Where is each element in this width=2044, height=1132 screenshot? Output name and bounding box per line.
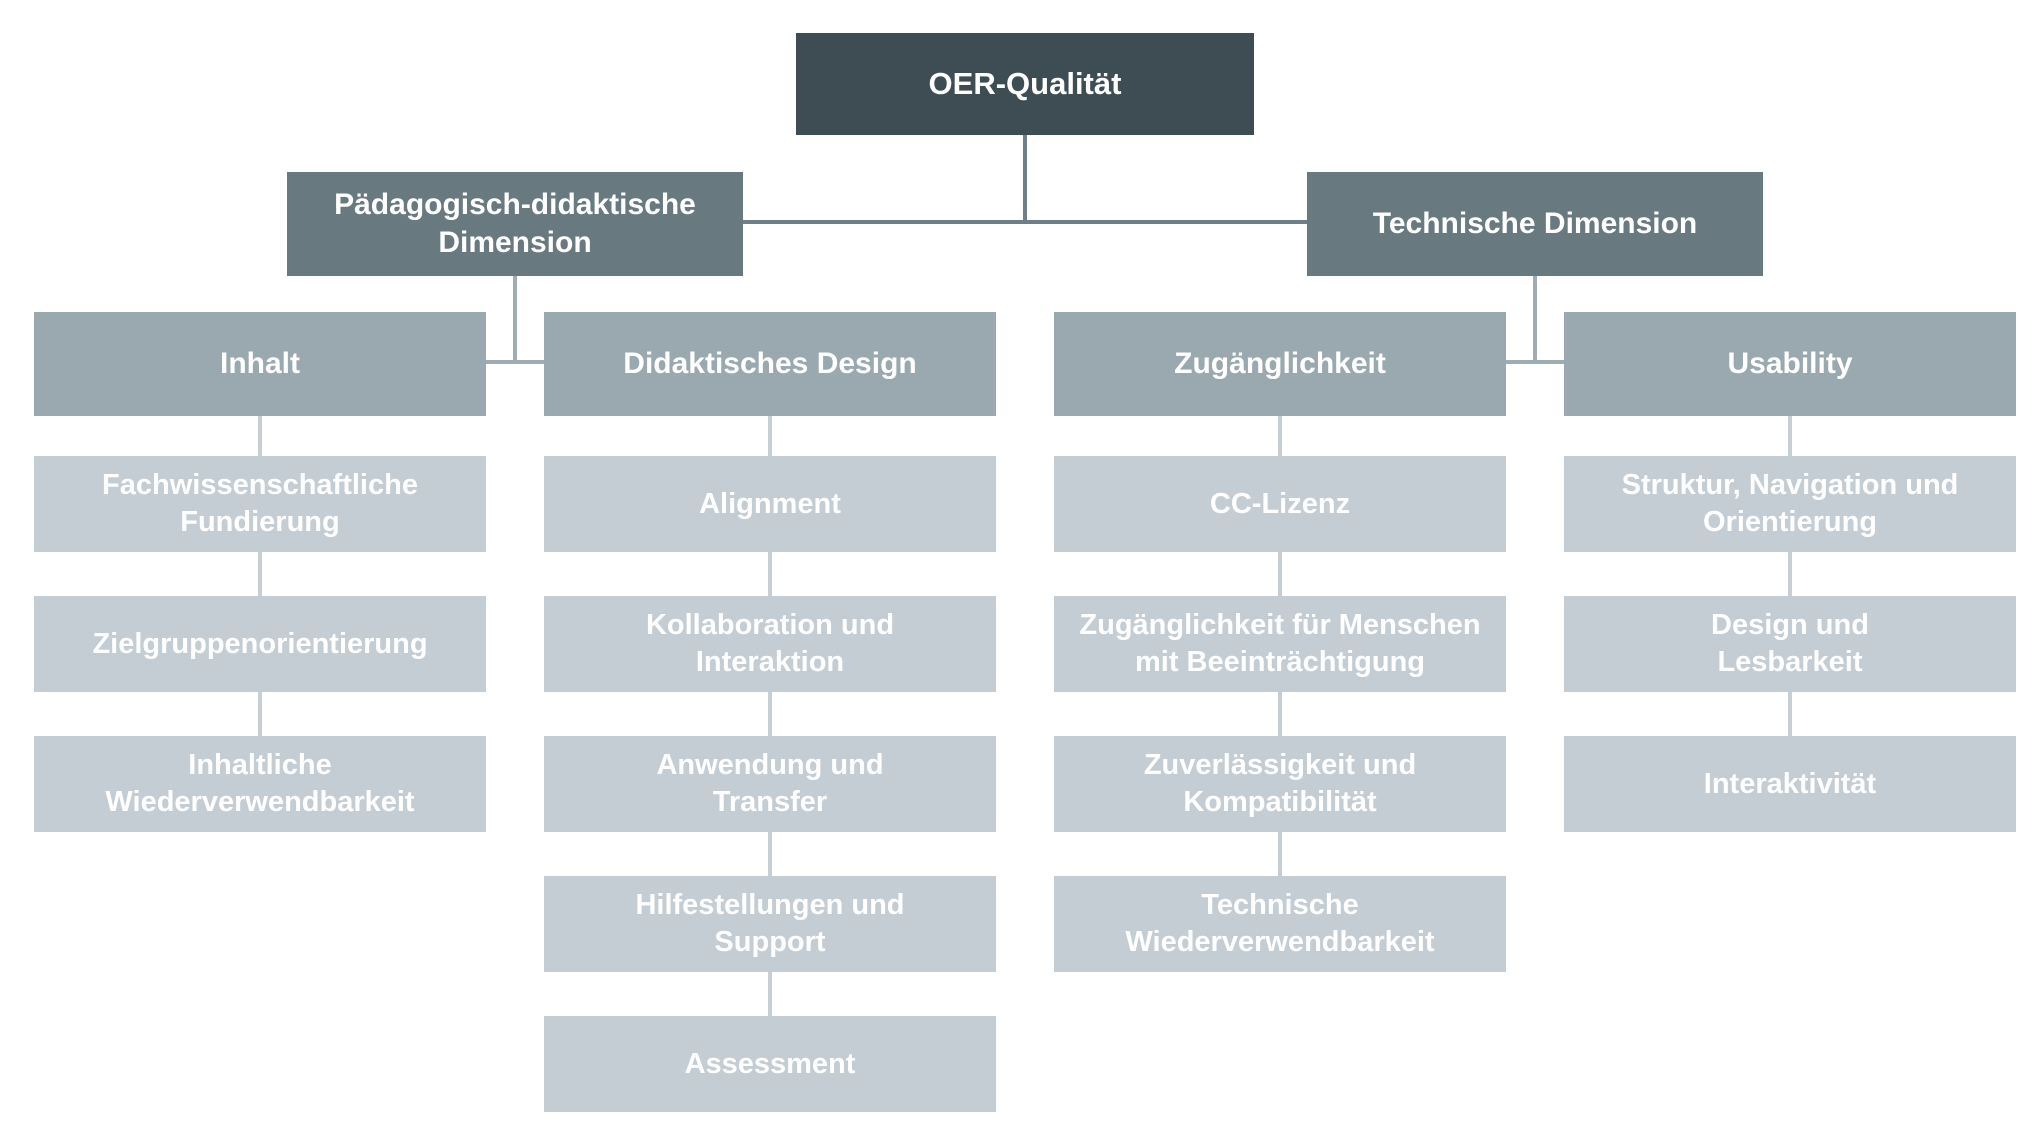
node-assessment: Assessment: [544, 1016, 996, 1112]
node-label-line: Wiederverwendbarkeit: [1125, 926, 1435, 958]
node-kollaboration-und-interaktion: Kollaboration und Interaktion: [544, 596, 996, 692]
node-usability: Usability: [1564, 312, 2016, 416]
node-cc-lizenz: CC-Lizenz: [1054, 456, 1506, 552]
node-label-line: Kompatibilität: [1183, 786, 1377, 818]
connector-col1-seg1: [258, 416, 262, 456]
node-label-line: Fachwissenschaftliche: [102, 469, 418, 501]
connector-col4-seg1: [1788, 416, 1792, 456]
node-zugaenglichkeit-fuer-menschen-mit-beeintraechtigung: Zugänglichkeit für Menschen mit Beeinträ…: [1054, 596, 1506, 692]
node-label-line: Interaktion: [695, 646, 845, 678]
connector-paedagogisch-vertical: [513, 276, 517, 362]
connector-col3-seg4: [1278, 832, 1282, 876]
node-zuverlaessigkeit-und-kompatibilitaet: Zuverlässigkeit und Kompatibilität: [1054, 736, 1506, 832]
node-zugaenglichkeit: Zugänglichkeit: [1054, 312, 1506, 416]
node-label-line: Orientierung: [1702, 506, 1877, 538]
connector-technische-vertical: [1533, 276, 1537, 362]
connector-col2-seg4: [768, 832, 772, 876]
node-label-line: Technische Dimension: [1372, 207, 1698, 240]
node-paedagogisch-didaktische-dimension: Pädagogisch-didaktische Dimension: [287, 172, 743, 276]
connector-paedagogisch-stub: [486, 360, 544, 364]
node-label-line: Technische: [1201, 889, 1359, 921]
connector-col3-seg2: [1278, 552, 1282, 596]
node-technische-dimension: Technische Dimension: [1307, 172, 1763, 276]
node-label-line: Inhalt: [220, 347, 300, 380]
node-label-line: Didaktisches Design: [623, 347, 917, 380]
node-alignment: Alignment: [544, 456, 996, 552]
node-hilfestellungen-und-support: Hilfestellungen und Support: [544, 876, 996, 972]
node-label-line: Zuverlässigkeit und: [1143, 749, 1417, 781]
node-label-line: CC-Lizenz: [1209, 487, 1351, 520]
node-label-line: Hilfestellungen und: [635, 889, 905, 921]
connector-root-horizontal: [743, 220, 1307, 224]
node-label-line: Zielgruppenorientierung: [92, 627, 428, 660]
connector-root-vertical: [1023, 135, 1027, 224]
connector-col4-seg3: [1788, 692, 1792, 736]
node-label-line: mit Beeinträchtigung: [1134, 646, 1425, 678]
node-label-line: Usability: [1727, 347, 1853, 380]
node-label-line: Interaktivität: [1703, 767, 1877, 800]
connector-technische-stub: [1506, 360, 1564, 364]
connector-col3-seg1: [1278, 416, 1282, 456]
connector-col1-seg2: [258, 552, 262, 596]
connector-col4-seg2: [1788, 552, 1792, 596]
node-label-line: Zugänglichkeit für Menschen: [1079, 609, 1481, 641]
node-label-line: Zugänglichkeit: [1174, 347, 1386, 380]
node-label-line: Transfer: [712, 786, 828, 818]
node-struktur-navigation-und-orientierung: Struktur, Navigation und Orientierung: [1564, 456, 2016, 552]
node-label-line: Alignment: [699, 487, 841, 520]
node-inhalt: Inhalt: [34, 312, 486, 416]
node-label-line: Dimension: [438, 226, 592, 259]
node-label-line: OER-Qualität: [928, 66, 1122, 101]
node-label-line: Anwendung und: [656, 749, 884, 781]
node-technische-wiederverwendbarkeit: Technische Wiederverwendbarkeit: [1054, 876, 1506, 972]
node-design-und-lesbarkeit: Design und Lesbarkeit: [1564, 596, 2016, 692]
node-label-line: Lesbarkeit: [1717, 646, 1863, 678]
node-fachwissenschaftliche-fundierung: Fachwissenschaftliche Fundierung: [34, 456, 486, 552]
node-inhaltliche-wiederverwendbarkeit: Inhaltliche Wiederverwendbarkeit: [34, 736, 486, 832]
node-label-line: Pädagogisch-didaktische: [334, 188, 696, 221]
node-label-line: Assessment: [684, 1047, 856, 1080]
node-label-line: Kollaboration und: [645, 609, 895, 641]
connector-col2-seg1: [768, 416, 772, 456]
node-anwendung-und-transfer: Anwendung und Transfer: [544, 736, 996, 832]
node-interaktivitaet: Interaktivität: [1564, 736, 2016, 832]
node-zielgruppenorientierung: Zielgruppenorientierung: [34, 596, 486, 692]
node-label-line: Inhaltliche: [188, 749, 332, 781]
connector-col1-seg3: [258, 692, 262, 736]
connector-col2-seg3: [768, 692, 772, 736]
connector-col2-seg5: [768, 972, 772, 1016]
node-label-line: Struktur, Navigation und: [1621, 469, 1959, 501]
node-didaktisches-design: Didaktisches Design: [544, 312, 996, 416]
node-oer-qualitaet: OER-Qualität: [796, 33, 1254, 135]
node-label-line: Support: [714, 926, 826, 958]
node-label-line: Wiederverwendbarkeit: [105, 786, 415, 818]
node-label-line: Design und: [1711, 609, 1869, 641]
node-label-line: Fundierung: [180, 506, 340, 538]
connector-col2-seg2: [768, 552, 772, 596]
connector-col3-seg3: [1278, 692, 1282, 736]
